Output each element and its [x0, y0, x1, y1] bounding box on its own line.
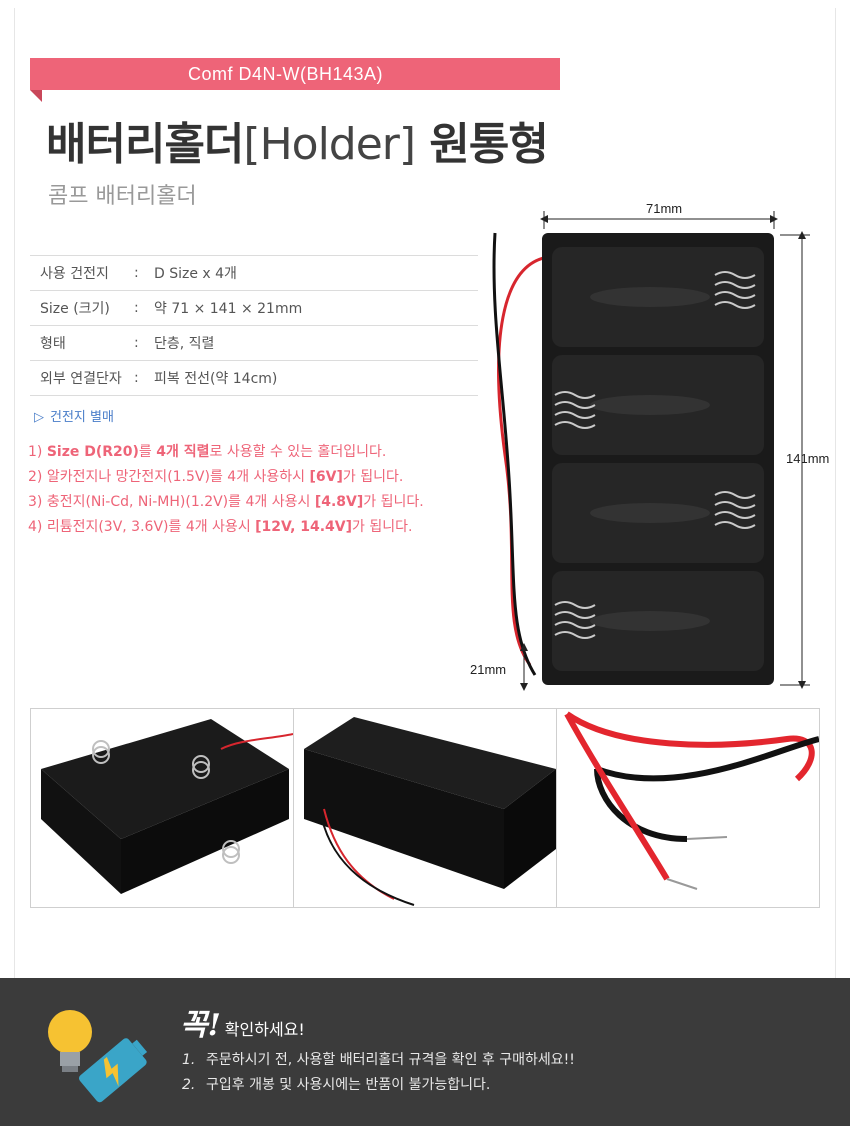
note-item: 4) 리튬전지(3V, 3.6V)를 4개 사용시 [12V, 14.4V]가 … — [28, 515, 424, 540]
note-emphasis: [4.8V] — [314, 494, 364, 510]
note-text: 가 됩니다. — [342, 469, 404, 485]
spring-contacts — [554, 271, 756, 639]
notice-title-big: 꼭! — [180, 1008, 221, 1043]
notice-title: 꼭!확인하세요! — [180, 1000, 305, 1044]
note-text: 1) — [28, 444, 47, 460]
spec-label: Size (크기) — [40, 301, 110, 317]
spec-value: 단층, 직렬 — [154, 336, 215, 352]
title-bracket: [Holder] — [243, 119, 416, 170]
note-text: 4) 리튬전지(3V, 3.6V)를 4개 사용시 — [28, 519, 256, 535]
notice-item: 1. 주문하시기 전, 사용할 배터리홀더 규격을 확인 후 구매하세요!! — [182, 1048, 575, 1073]
notice-number: 2. — [182, 1077, 196, 1093]
page-subtitle: 콤프 배터리홀더 — [48, 184, 197, 209]
note-emphasis: [6V] — [309, 469, 343, 485]
note-text: 가 됩니다. — [363, 494, 424, 510]
page-title: 배터리홀더[Holder] 원통형 — [46, 108, 549, 172]
model-ribbon — [30, 58, 560, 90]
note-text: 가 됩니다. — [352, 519, 413, 535]
sold-separately-text: 건전지 별매 — [50, 410, 114, 425]
spec-table: 사용 건전지 : D Size x 4개 Size (크기) : 약 71 × … — [30, 255, 478, 396]
product-photo-side — [294, 709, 557, 907]
spec-colon: : — [134, 370, 139, 386]
note-text: 2) 알카전지나 망간전지(1.5V)를 4개 사용하시 — [28, 469, 310, 485]
lightbulb-battery-icon — [48, 1010, 148, 1103]
note-emphasis: Size D(R20) — [46, 444, 139, 460]
spec-colon: : — [134, 300, 139, 316]
spec-value: 피복 전선(약 14cm) — [154, 371, 278, 387]
notice-item: 2. 구입후 개봉 및 사용시에는 반품이 불가능합니다. — [182, 1073, 575, 1098]
spec-value: D Size x 4개 — [154, 266, 237, 282]
note-text: 를 — [138, 444, 157, 460]
note-item: 1) Size D(R20)를 4개 직렬로 사용할 수 있는 홀더입니다. — [28, 440, 424, 465]
black-wire — [492, 232, 537, 676]
battery-cells — [552, 247, 764, 671]
triangle-right-icon: ▷ — [34, 410, 44, 425]
spec-label: 형태 — [40, 336, 66, 352]
notice-footer — [0, 978, 850, 1126]
product-photo-strip — [30, 708, 820, 908]
spec-colon: : — [134, 335, 139, 351]
notice-title-small: 확인하세요! — [224, 1020, 305, 1039]
model-code: Comf D4N-W(BH143A) — [188, 64, 384, 84]
holder-drawing — [492, 211, 810, 691]
product-photo-wires — [557, 709, 819, 907]
spec-row: 형태 : 단층, 직렬 — [30, 326, 478, 361]
ribbon-fold — [30, 90, 42, 102]
note-item: 2) 알카전지나 망간전지(1.5V)를 4개 사용하시 [6V]가 됩니다. — [28, 465, 424, 490]
notice-number: 1. — [182, 1052, 196, 1068]
title-tail: 원통형 — [415, 119, 548, 170]
note-emphasis: [12V, 14.4V] — [255, 519, 353, 535]
depth-label: 21mm — [470, 662, 507, 677]
spec-label: 사용 건전지 — [40, 266, 109, 282]
sold-separately-note: ▷ 건전지 별매 — [34, 406, 114, 425]
note-text: 로 사용할 수 있는 홀더입니다. — [209, 444, 387, 460]
usage-notes: 1) Size D(R20)를 4개 직렬로 사용할 수 있는 홀더입니다. 2… — [28, 440, 424, 540]
note-item: 3) 충전지(Ni-Cd, Ni-MH)(1.2V)를 4개 사용시 [4.8V… — [28, 490, 424, 515]
spec-row: Size (크기) : 약 71 × 141 × 21mm — [30, 291, 478, 326]
product-photo-open-top — [31, 709, 294, 907]
height-label: 141mm — [786, 451, 830, 466]
notice-text: 구입후 개봉 및 사용시에는 반품이 불가능합니다. — [206, 1077, 491, 1093]
note-text: 3) 충전지(Ni-Cd, Ni-MH)(1.2V)를 4개 사용시 — [28, 494, 315, 510]
spec-value: 약 71 × 141 × 21mm — [154, 301, 303, 317]
notice-list: 1. 주문하시기 전, 사용할 배터리홀더 규격을 확인 후 구매하세요!! 2.… — [182, 1048, 575, 1098]
red-wire — [497, 255, 549, 666]
holder-diagram: 71mm 141mm 21mm — [470, 195, 850, 695]
title-main: 배터리홀더 — [46, 119, 244, 170]
spec-colon: : — [134, 265, 139, 281]
width-label: 71mm — [646, 201, 683, 216]
spec-row: 외부 연결단자 : 피복 전선(약 14cm) — [30, 361, 478, 396]
spec-label: 외부 연결단자 — [40, 371, 122, 387]
note-emphasis: 4개 직렬 — [156, 444, 210, 460]
spec-row: 사용 건전지 : D Size x 4개 — [30, 256, 478, 291]
notice-text: 주문하시기 전, 사용할 배터리홀더 규격을 확인 후 구매하세요!! — [206, 1052, 575, 1068]
